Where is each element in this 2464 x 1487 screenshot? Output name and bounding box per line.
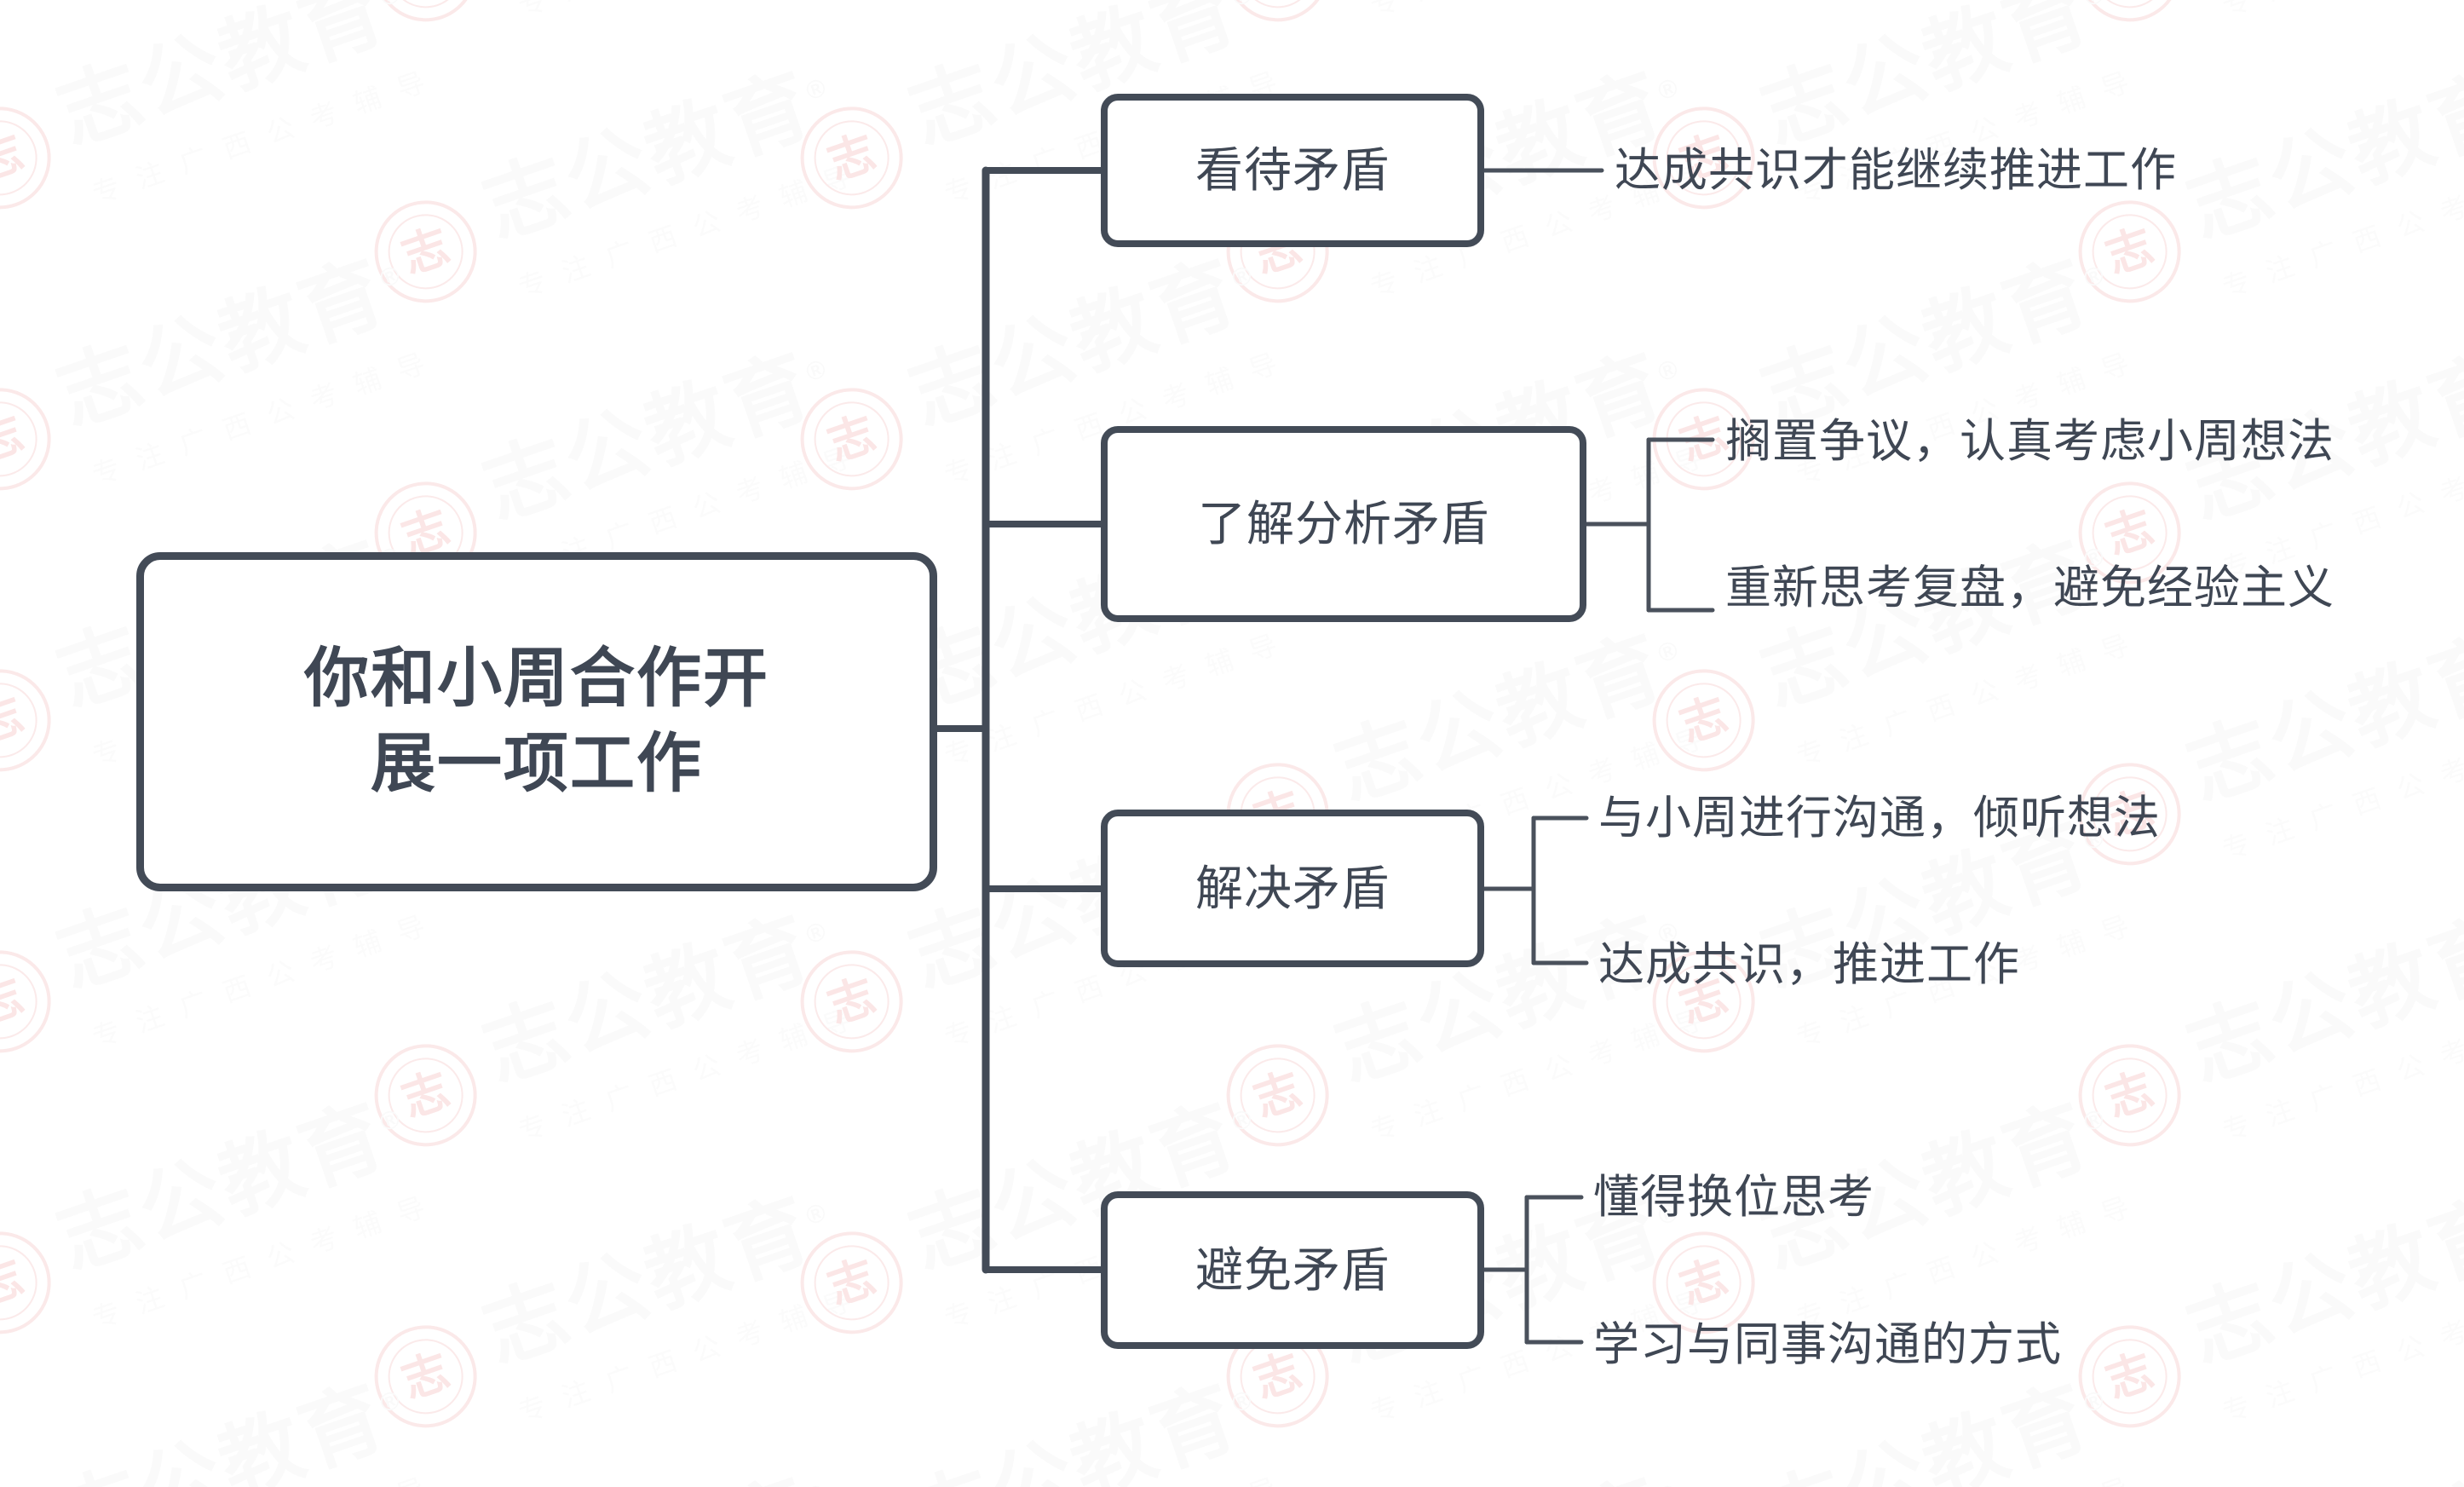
root-node-line-2: 展一项工作 [371,728,703,800]
leaf-4-1-label: 懂得换位思考 [1593,1172,1874,1223]
branch-node-2[interactable]: 了解分析矛盾 [1101,426,1586,622]
root-node[interactable]: 你和小周合作开 展一项工作 [136,552,937,891]
branch-node-1-label: 看待矛盾 [1195,143,1390,198]
leaf-4-1[interactable]: 懂得换位思考 [1593,1174,1874,1220]
leaf-2-1-label: 搁置争议，认真考虑小周想法 [1725,416,2334,467]
branch-node-4-label: 避免矛盾 [1195,1242,1390,1297]
root-node-label: 你和小周合作开 展一项工作 [304,637,769,808]
branch-node-4[interactable]: 避免矛盾 [1101,1191,1484,1349]
leaf-3-2-label: 达成共识，推进工作 [1598,939,2020,990]
leaf-4-2-label: 学习与同事沟通的方式 [1593,1319,2062,1370]
root-node-line-1: 你和小周合作开 [304,642,769,715]
leaf-3-1[interactable]: 与小周进行沟通，倾听想法 [1598,795,2161,841]
branch-node-3-label: 解决矛盾 [1195,861,1390,915]
leaf-1-1[interactable]: 达成共识才能继续推进工作 [1615,147,2177,193]
leaf-3-2[interactable]: 达成共识，推进工作 [1598,942,2020,988]
branch-node-2-label: 了解分析矛盾 [1198,497,1489,551]
leaf-2-1[interactable]: 搁置争议，认真考虑小周想法 [1725,418,2334,464]
branch-node-3[interactable]: 解决矛盾 [1101,810,1484,967]
leaf-3-1-label: 与小周进行沟通，倾听想法 [1598,792,2161,844]
branch-node-1[interactable]: 看待矛盾 [1101,94,1484,247]
leaf-4-2[interactable]: 学习与同事沟通的方式 [1593,1322,2062,1368]
leaf-2-2-label: 重新思考复盘，避免经验主义 [1725,562,2334,614]
leaf-1-1-label: 达成共识才能继续推进工作 [1615,145,2177,196]
leaf-2-2[interactable]: 重新思考复盘，避免经验主义 [1725,565,2334,611]
